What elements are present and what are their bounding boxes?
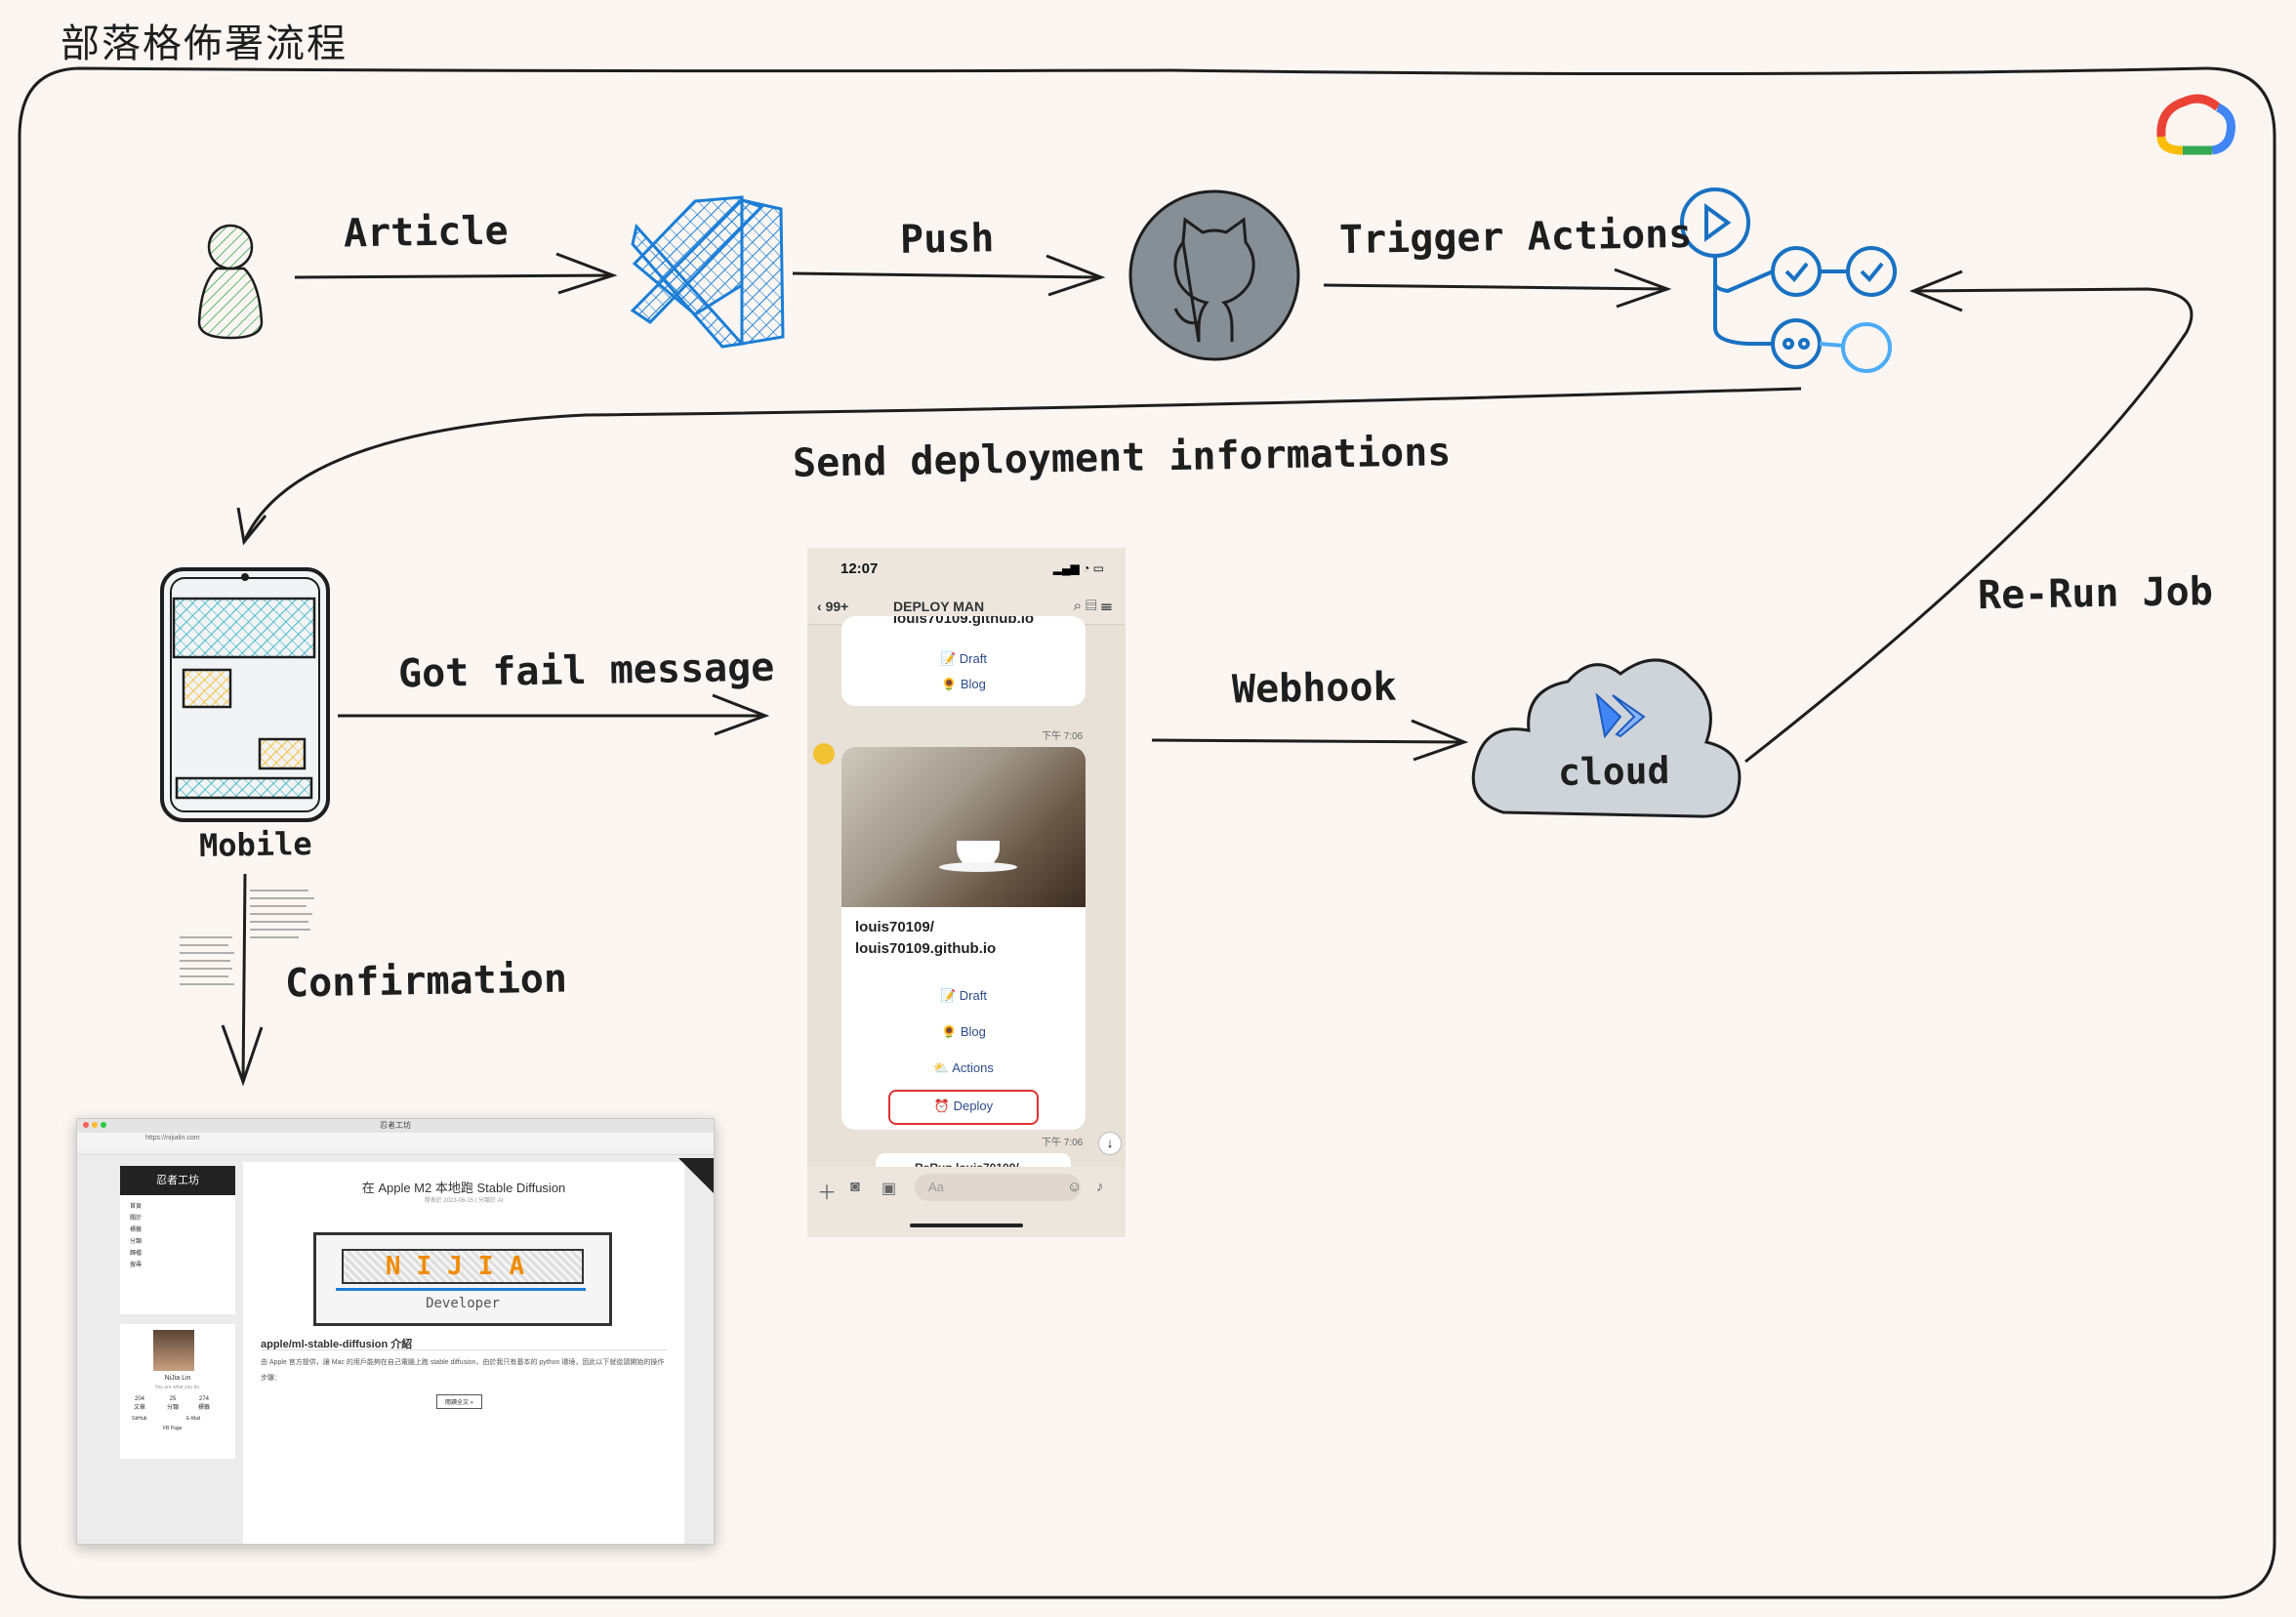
menu-archives[interactable]: 歸檔: [130, 1251, 143, 1257]
post-paragraph: 由 Apple 官方提供，讓 Mac 的用戶能夠在自己電腦上跑 stable d…: [261, 1359, 665, 1382]
repo-line-2: louis70109.github.io: [855, 940, 997, 957]
timestamp-1: 下午 7:06: [1042, 731, 1084, 742]
arrow-push: [792, 271, 1102, 279]
label-push: Push: [899, 216, 995, 263]
menu-about[interactable]: 關於: [130, 1216, 143, 1222]
arrow-confirmation: [241, 873, 247, 1083]
vscode-icon: [630, 195, 785, 349]
github-link[interactable]: GitHub: [132, 1416, 147, 1422]
blog-website-screenshot: 忍者工坊 https://nijialin.com 忍者工坊 首頁 關於 標籤 …: [76, 1118, 715, 1545]
scroll-down-button[interactable]: ↓: [1098, 1132, 1122, 1155]
bookmarks-bar: [77, 1146, 714, 1155]
label-trigger-actions: Trigger Actions: [1338, 211, 1693, 264]
mic-icon[interactable]: ♪: [1096, 1179, 1104, 1195]
back-button[interactable]: ‹ 99+: [817, 599, 849, 614]
tab-title[interactable]: 忍者工坊: [380, 1121, 411, 1130]
section-heading: apple/ml-stable-diffusion 介紹: [261, 1339, 413, 1350]
address-bar: https://nijialin.com: [77, 1133, 714, 1147]
timestamp-2: 下午 7:06: [1042, 1138, 1084, 1148]
cloud-shape: [1471, 658, 1742, 818]
arrow-webhook: [1151, 738, 1465, 744]
logo-subtitle: Developer: [426, 1296, 500, 1311]
repo-line-1: louis70109/: [855, 919, 934, 935]
arrow-trigger: [1323, 283, 1668, 291]
coffee-photo: [841, 747, 1086, 907]
camera-icon[interactable]: ◙: [850, 1179, 860, 1195]
top-card-draft-link[interactable]: 📝 Draft: [940, 651, 987, 666]
github-corner-icon[interactable]: [678, 1158, 714, 1193]
author-name: NiJia Lin: [164, 1375, 191, 1382]
emoji-icon[interactable]: ☺: [1067, 1179, 1083, 1195]
label-mobile: Mobile: [198, 824, 312, 865]
chat-actions-icons[interactable]: ⌕ ▤ ☰: [1073, 598, 1112, 614]
google-cloud-icon: [2156, 94, 2235, 155]
label-got-fail-message: Got fail message: [397, 644, 775, 697]
input-bar: ＋ ◙ ▣ Aa ☺ ♪: [807, 1167, 1126, 1237]
blog-link[interactable]: 🌻 Blog: [941, 1024, 986, 1039]
diagram-title: 部落格佈署流程: [61, 21, 348, 66]
top-card-blog-link[interactable]: 🌻 Blog: [941, 677, 986, 691]
frame: [18, 66, 2276, 1599]
image-icon[interactable]: ▣: [882, 1181, 897, 1197]
nijia-logo: NIJIA Developer: [313, 1232, 612, 1326]
label-article: Article: [343, 208, 509, 257]
post-content: 在 Apple M2 本地跑 Stable Diffusion 發表於 2023…: [243, 1162, 684, 1544]
read-more-button[interactable]: 閱讀全文 »: [436, 1394, 483, 1409]
fb-page-link[interactable]: FB Page: [163, 1426, 183, 1431]
message-input[interactable]: Aa: [915, 1174, 1081, 1201]
email-link[interactable]: E-Mail: [186, 1416, 201, 1422]
top-card-repo: louis70109.github.io: [892, 616, 1035, 627]
actions-link[interactable]: ⛅ Actions: [933, 1060, 994, 1075]
menu-list: 首頁 關於 標籤 分類 歸檔 搜尋: [120, 1195, 235, 1277]
site-sidebar-menu: 忍者工坊 首頁 關於 標籤 分類 歸檔 搜尋: [120, 1166, 235, 1314]
plus-icon[interactable]: ＋: [817, 1182, 837, 1204]
author-avatar: [153, 1330, 194, 1371]
browser-titlebar: 忍者工坊: [77, 1119, 714, 1133]
home-indicator: [910, 1223, 1023, 1227]
logo-text: NIJIA: [342, 1249, 584, 1284]
arrow-article: [294, 273, 614, 279]
top-message-card: louis70109.github.io 📝 Draft 🌻 Blog: [841, 616, 1086, 706]
github-icon: [1128, 189, 1300, 361]
chat-name: DEPLOY MAN: [893, 599, 985, 614]
menu-tags[interactable]: 標籤: [130, 1227, 143, 1233]
person-icon: [197, 224, 264, 340]
main-message-card: louis70109/ louis70109.github.io 📝 Draft…: [841, 747, 1086, 1130]
author-motto: You are what you do.: [154, 1385, 201, 1390]
arrow-re-run-job: [1744, 287, 2194, 764]
mobile-icon: [160, 567, 330, 822]
menu-categories[interactable]: 分類: [130, 1239, 143, 1245]
post-title[interactable]: 在 Apple M2 本地跑 Stable Diffusion: [361, 1181, 566, 1195]
line-chat-screenshot: 12:07 ▂▄▆ ◔ ▭ ‹ 99+ DEPLOY MAN ⌕ ▤ ☰ lou…: [807, 548, 1126, 1237]
github-actions-icon: [1680, 187, 1897, 373]
status-bar: 12:07 ▂▄▆ ◔ ▭: [807, 548, 1126, 589]
draft-link[interactable]: 📝 Draft: [940, 988, 987, 1003]
arrow-send-deployment: [242, 387, 1802, 543]
url-field[interactable]: https://nijialin.com: [145, 1135, 200, 1141]
bot-avatar: [813, 743, 835, 765]
post-meta: 發表於 2023-06-15 | 分類於 AI: [424, 1198, 504, 1204]
label-confirmation: Confirmation: [284, 956, 568, 1007]
label-cloud: cloud: [1557, 749, 1670, 794]
site-name[interactable]: 忍者工坊: [120, 1166, 235, 1195]
deploy-button[interactable]: ⏰ Deploy: [888, 1090, 1039, 1125]
label-webhook: Webhook: [1231, 664, 1397, 713]
cloud-run-icon: [1595, 692, 1646, 739]
menu-search[interactable]: 搜尋: [130, 1263, 143, 1268]
scribble-text: [180, 890, 314, 985]
back-count: 99+: [825, 599, 849, 614]
menu-home[interactable]: 首頁: [130, 1204, 143, 1210]
battery-icon: ▂▄▆ ◔ ▭: [1052, 561, 1104, 575]
status-time: 12:07: [840, 560, 879, 577]
label-re-run-job: Re-Run Job: [1977, 568, 2214, 619]
